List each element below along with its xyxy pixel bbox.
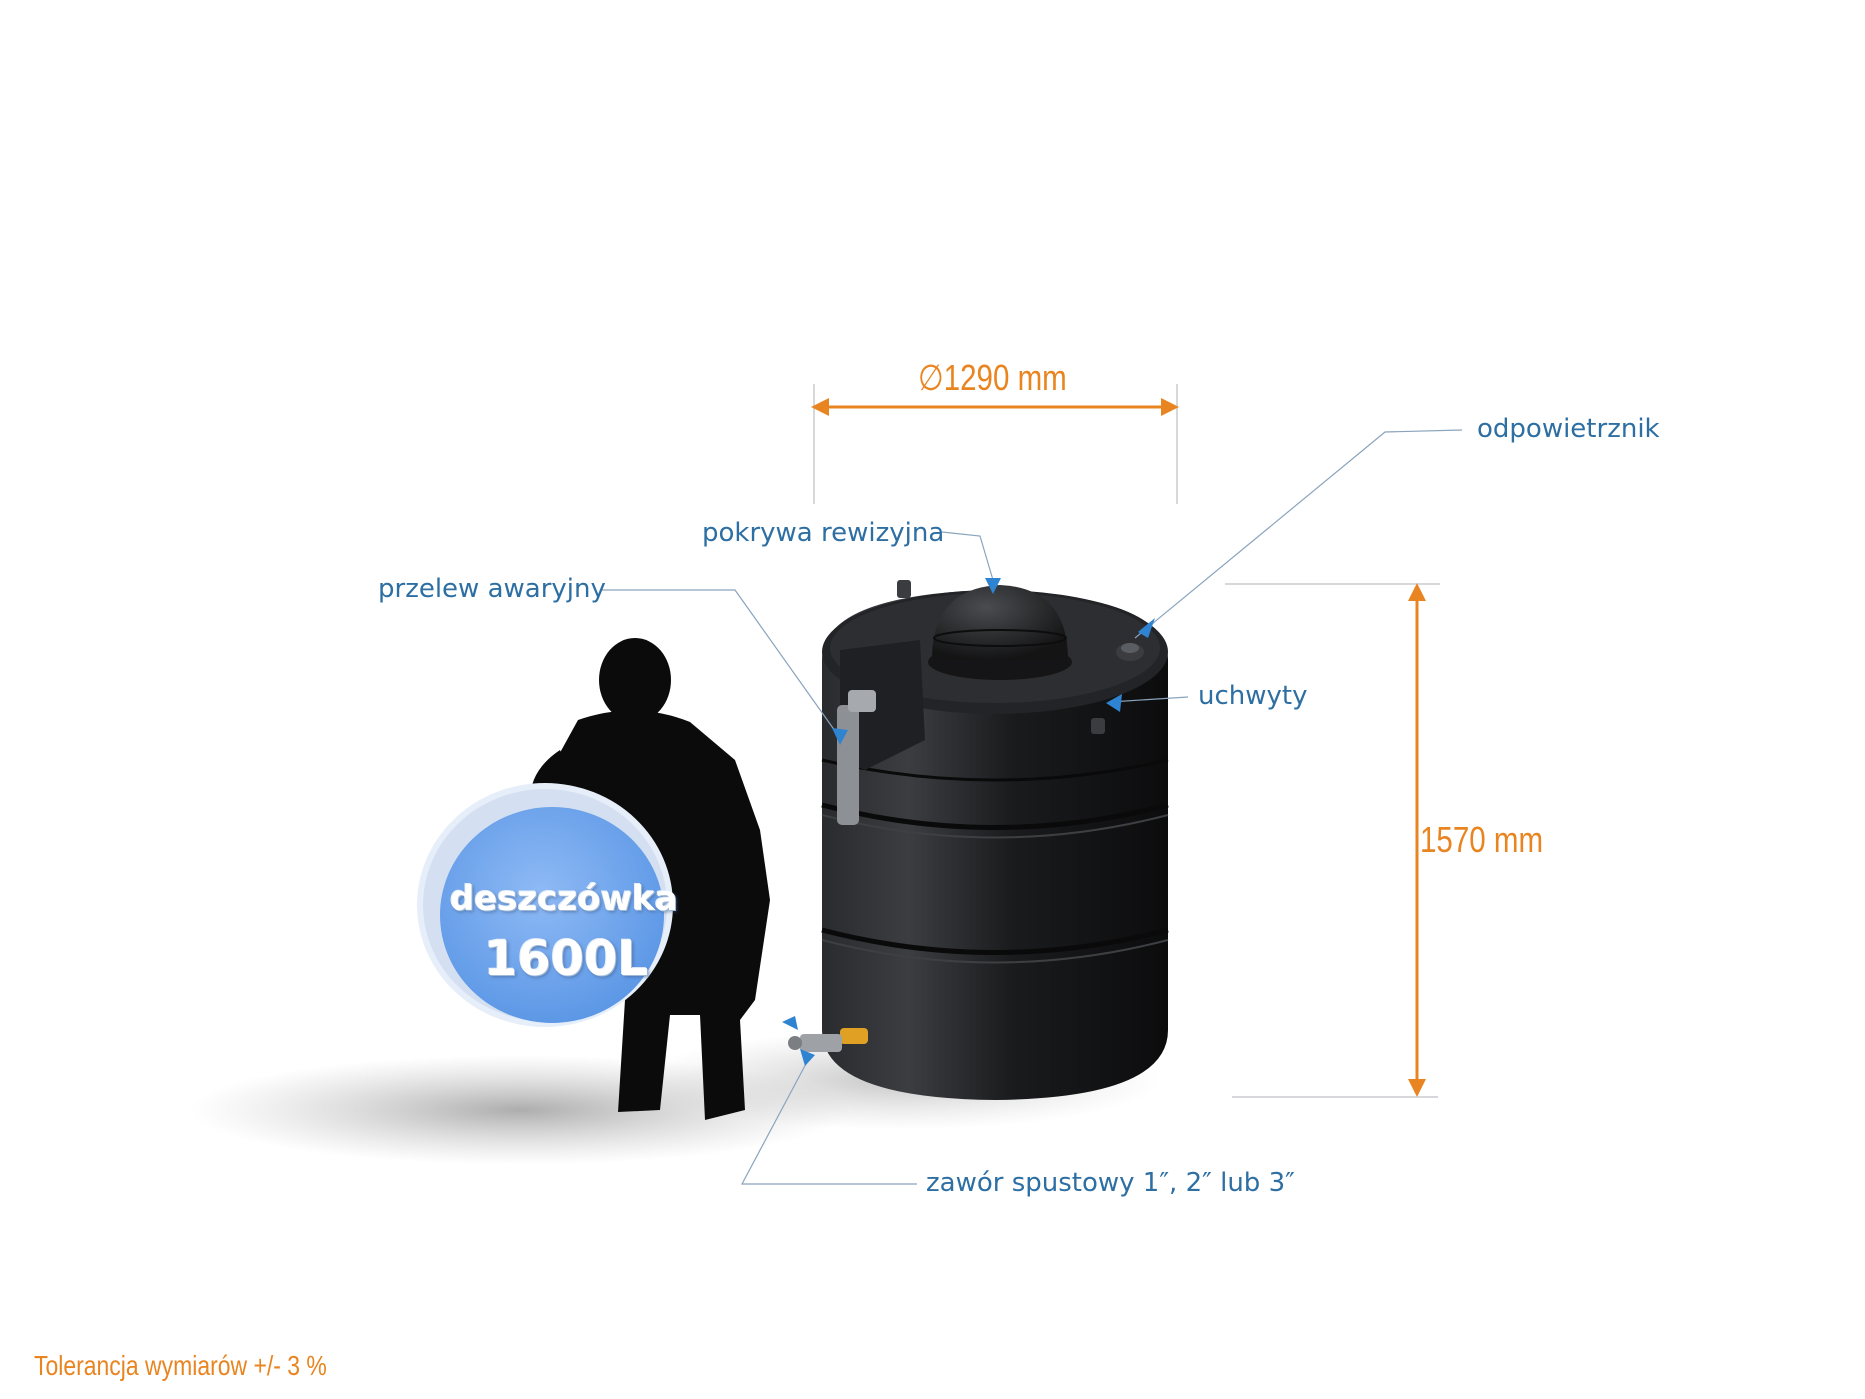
drain-valve-label: zawór spustowy 1″, 2″ lub 3″ [926, 1168, 1295, 1198]
tolerance-note: Tolerancja wymiarów +/- 3 % [34, 1350, 327, 1381]
badge-line-2: 1600L [484, 931, 649, 987]
height-dimension: 1570 mm [1420, 819, 1544, 860]
water-tank [788, 580, 1169, 1100]
overflow-label: przelew awaryjny [378, 574, 606, 604]
handles-label: uchwyty [1198, 681, 1308, 711]
capacity-badge [417, 783, 673, 1027]
vent-label: odpowietrznik [1477, 414, 1660, 444]
leader-lines [602, 429, 1463, 1185]
diameter-dimension: ∅1290 mm [918, 357, 1067, 398]
badge-line-1: deszczówka [450, 879, 678, 919]
leader-arrows [782, 578, 1155, 1066]
inspection-cover-label: pokrywa rewizyjna [702, 518, 945, 548]
